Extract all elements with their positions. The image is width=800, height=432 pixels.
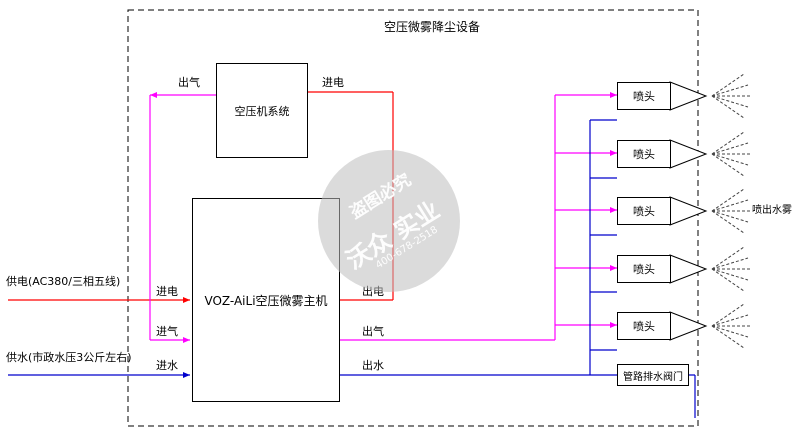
air-lines — [149, 92, 617, 343]
nozzle-label: 喷头 — [633, 263, 655, 276]
nozzle-label: 喷头 — [633, 205, 655, 218]
compressor-in-power-label: 进电 — [322, 76, 344, 89]
compressor-label: 空压机系统 — [234, 104, 290, 118]
nozzle-box-4: 喷头 — [617, 255, 671, 283]
host-in-air-label: 进气 — [156, 325, 178, 338]
compressor-out-air-label: 出气 — [178, 76, 200, 89]
watermark-seal: 盗图必究 沃众 实业 400-678-2518 — [318, 150, 460, 292]
power-supply-label: 供电(AC380/三相五线) — [6, 275, 121, 288]
nozzle-label: 喷头 — [633, 148, 655, 161]
drain-valve-box: 管路排水阀门 — [617, 364, 689, 386]
host-out-air-label: 出气 — [362, 325, 384, 338]
nozzle-box-1: 喷头 — [617, 82, 671, 110]
drain-valve-label: 管路排水阀门 — [623, 371, 683, 383]
compressor-box: 空压机系统 — [216, 63, 308, 158]
host-box: VOZ-AiLi空压微雾主机 — [192, 198, 340, 402]
nozzle-label: 喷头 — [633, 90, 655, 103]
nozzle-box-3: 喷头 — [617, 197, 671, 225]
host-label: VOZ-AiLi空压微雾主机 — [204, 293, 328, 308]
host-in-water-label: 进水 — [156, 359, 178, 372]
host-out-water-label: 出水 — [362, 359, 384, 372]
nozzle-box-2: 喷头 — [617, 140, 671, 168]
nozzle-tips — [669, 81, 708, 341]
spray-out-label: 喷出水雾 — [752, 205, 792, 216]
equipment-boundary — [127, 9, 699, 427]
water-supply-label: 供水(市政水压3公斤左右) — [6, 351, 132, 364]
diagram-title: 空压微雾降尘设备 — [384, 20, 481, 34]
nozzle-label: 喷头 — [633, 320, 655, 333]
host-in-power-label: 进电 — [156, 285, 178, 298]
nozzle-box-5: 喷头 — [617, 312, 671, 340]
spray-plumes — [711, 73, 750, 349]
